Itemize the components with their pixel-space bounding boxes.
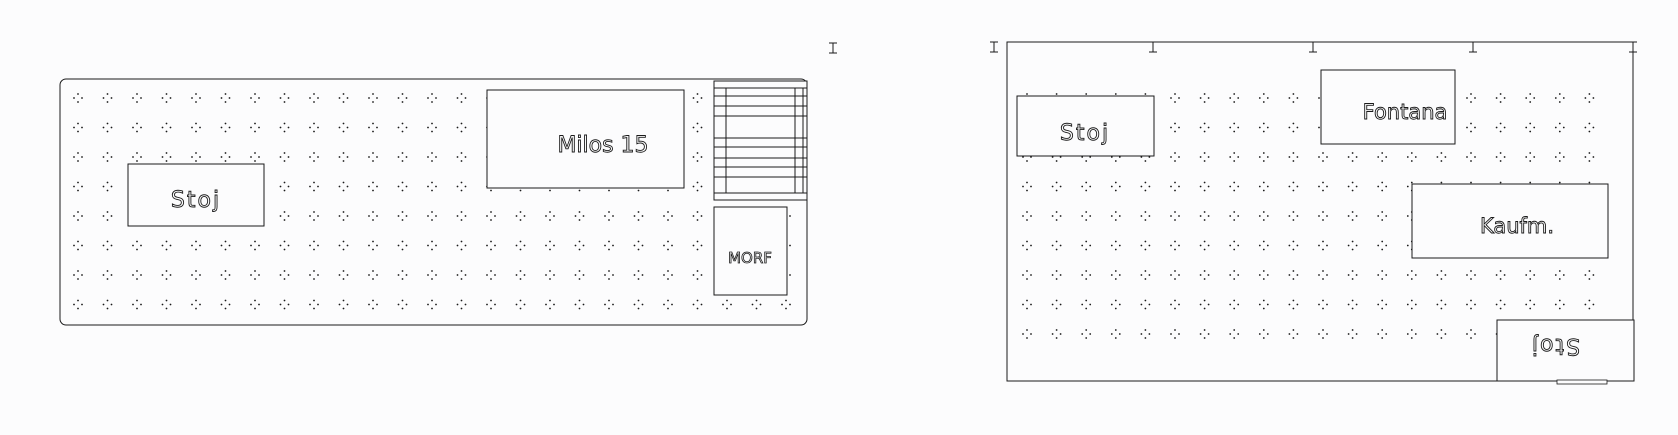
stoj-label-right: Stoj <box>1060 121 1110 146</box>
stoj-label-left: Stoj <box>171 188 221 213</box>
i-marker-icon <box>829 42 837 54</box>
stoj-block-right <box>1016 95 1155 157</box>
fontana-block <box>1320 69 1456 145</box>
right-panel: Stoj Fontana Kaufm. Stoj <box>990 41 1637 385</box>
morf-block <box>713 206 788 296</box>
top-edge-markers <box>990 41 1637 53</box>
shelf-unit <box>713 80 808 201</box>
milos-block <box>486 89 685 189</box>
stoj-label-rotated: Stoj <box>1530 333 1580 358</box>
kaufm-block <box>1411 183 1609 259</box>
fontana-label: Fontana <box>1363 100 1448 124</box>
left-panel-outline <box>59 78 808 326</box>
right-panel-outline <box>1006 41 1634 382</box>
left-panel: Milos 15 Stoj MORF <box>59 78 808 326</box>
morf-label: MORF <box>728 249 772 267</box>
stoj-block-rotated <box>1496 319 1635 382</box>
stoj-block-left <box>127 163 265 227</box>
small-bar <box>1556 379 1608 385</box>
kaufm-label: Kaufm. <box>1480 214 1554 238</box>
milos-label: Milos 15 <box>557 133 648 158</box>
